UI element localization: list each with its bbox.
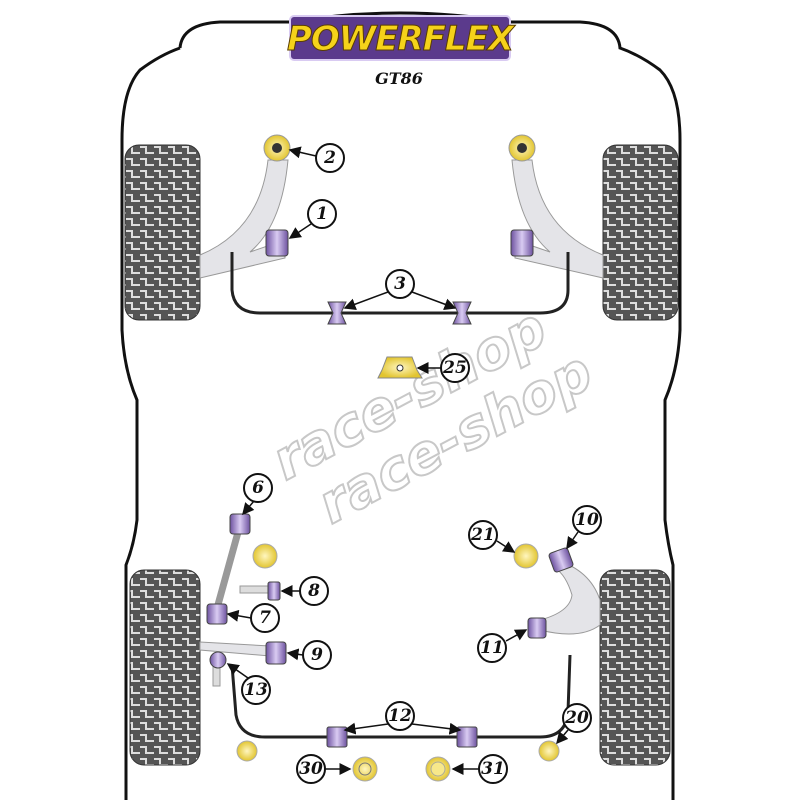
svg-text:31: 31 [481,759,505,779]
rear-right-wheel [599,569,671,766]
svg-text:30: 30 [299,759,323,779]
rear-arm-9 [199,641,271,657]
svg-text:25: 25 [442,358,467,378]
bush-1-left [265,229,289,257]
front-left-wheel [124,144,201,321]
bush-1-right [510,229,534,257]
rear-left-wheel [129,569,201,766]
bush-3-right [452,301,472,325]
callout-9: 9 [302,640,332,670]
callout-2: 2 [315,143,345,173]
callout-3: 3 [385,269,415,299]
callout-20: 20 [562,703,592,733]
svg-text:10: 10 [575,510,599,530]
bush-6 [229,513,251,535]
svg-text:3: 3 [394,274,406,294]
callout-30: 30 [296,754,326,784]
powerflex-logo: POWERFLEX [286,15,517,61]
svg-text:21: 21 [470,525,495,545]
bush-21 [513,543,539,569]
callout-12: 12 [385,701,415,731]
callout-21: 21 [468,520,498,550]
callout-7: 7 [250,603,280,633]
bush-7 [206,603,228,625]
svg-text:13: 13 [244,680,268,700]
svg-text:1: 1 [316,204,328,224]
model-name: GT86 [375,69,423,88]
bush-12-right [456,726,478,748]
rear-link-8 [239,585,271,594]
bush-8 [267,581,281,601]
front-right-wishbone [511,159,604,279]
callout-13: 13 [241,675,271,705]
bush-11 [527,617,547,639]
front-anti-roll-bar [230,252,570,315]
bush-30 [352,756,378,782]
callout-31: 31 [478,754,508,784]
bush-12-left [326,726,348,748]
svg-text:2: 2 [323,148,336,168]
bush-yellow-rear-left [236,740,258,762]
svg-text:POWERFLEX: POWERFLEX [287,19,516,59]
bush-yellow-left [252,543,278,569]
svg-text:8: 8 [307,581,320,601]
callout-25: 25 [440,353,470,383]
callout-8: 8 [299,576,329,606]
callout-10: 10 [572,505,602,535]
callout-arrows [226,146,579,775]
rear-link-6-7 [212,524,244,613]
svg-text:6: 6 [252,478,264,498]
callout-1: 1 [307,199,337,229]
svg-text:20: 20 [564,708,589,728]
svg-text:9: 9 [311,645,323,665]
svg-text:12: 12 [388,706,412,726]
bush-10 [548,547,574,573]
front-right-wheel [602,144,679,321]
bush-31 [425,756,451,782]
bush-20 [538,740,560,762]
bush-13 [209,651,227,687]
front-left-wishbone [199,159,289,279]
callout-6: 6 [243,473,273,503]
bush-9 [265,641,287,665]
watermark: race-shop race-shop [261,295,604,537]
svg-text:11: 11 [480,638,504,658]
callout-11: 11 [477,633,507,663]
svg-text:7: 7 [259,608,271,628]
rear-right-arm [539,559,601,635]
